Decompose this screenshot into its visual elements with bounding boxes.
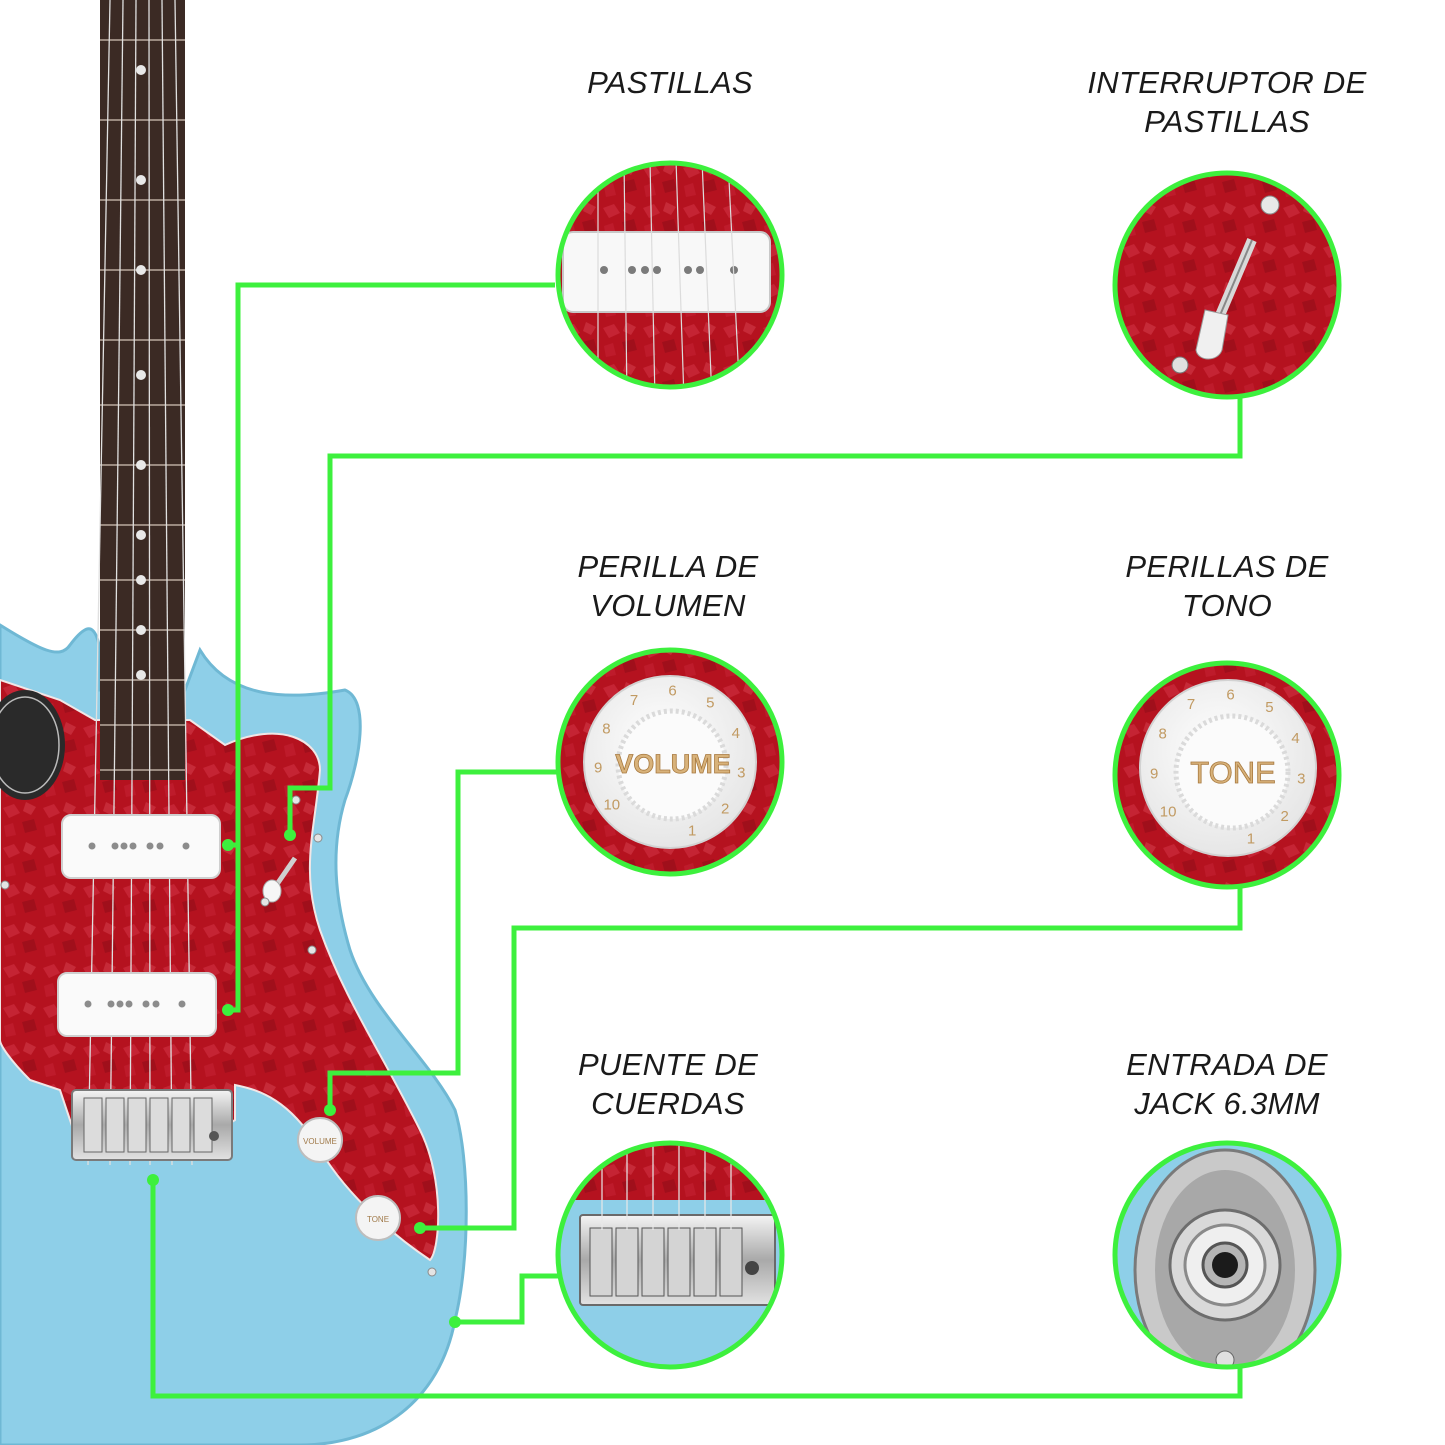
volume-scale-4: 4: [732, 725, 740, 742]
callout-line-jack: [150, 1180, 1243, 1399]
bridge-pickup: [57, 972, 217, 1037]
label-volume-knob: PERILLA DE VOLUMEN: [577, 549, 759, 623]
brand-badge: [0, 690, 65, 800]
volume-scale-8: 8: [602, 720, 610, 737]
detail-circle-pickups: [555, 160, 785, 390]
pickup-selector-switch: [262, 856, 298, 903]
detail-circle-volume-knob: [555, 647, 785, 877]
tone-scale-1: 1: [1247, 831, 1255, 848]
volume-scale-1: 1: [688, 823, 696, 840]
volume-scale-7: 7: [630, 692, 638, 709]
callout-line-volume: [327, 769, 558, 1110]
label-pickup-switch: INTERRUPTOR DE PASTILLAS: [1087, 65, 1367, 139]
label-jack-input: ENTRADA DE JACK 6.3MM: [1126, 1047, 1328, 1121]
fretboard: [100, 0, 185, 780]
label-tone-knobs: PERILLAS DE TONO: [1125, 549, 1329, 623]
callout-line-switch: [287, 395, 1243, 835]
tone-scale-10: 10: [1160, 804, 1177, 821]
volume-knob-scale: 1 2 3 4 5 6 7 8 9 10: [594, 682, 745, 839]
tone-scale-8: 8: [1159, 726, 1167, 743]
volume-knob-label: VOLUME: [615, 749, 731, 779]
pickguard-screws: [0, 795, 437, 1277]
callout-line-bridge: [455, 1273, 560, 1325]
tone-scale-3: 3: [1297, 771, 1305, 788]
guitar-strings: [87, 0, 193, 1166]
tone-scale-5: 5: [1265, 699, 1273, 716]
detail-circle-tone-knob: [1112, 660, 1342, 890]
detail-circle-pickup-switch: [1112, 170, 1342, 400]
volume-knob-small: VOLUME: [297, 1117, 343, 1163]
tone-scale-9: 9: [1150, 765, 1158, 782]
volume-scale-2: 2: [721, 801, 729, 818]
volume-scale-9: 9: [594, 759, 602, 776]
tone-scale-2: 2: [1281, 808, 1289, 825]
svg-text:TONE: TONE: [367, 1215, 389, 1224]
callout-line-tone: [420, 888, 1243, 1231]
tone-scale-6: 6: [1226, 686, 1234, 703]
detail-circle-jack: [1112, 1140, 1342, 1370]
tone-scale-7: 7: [1187, 696, 1195, 713]
detail-circle-bridge: [555, 1140, 785, 1370]
label-bridge: PUENTE DE CUERDAS: [577, 1047, 759, 1121]
volume-scale-5: 5: [706, 695, 714, 712]
guitar-illustration: VOLUME TONE: [0, 0, 468, 1445]
fret-markers: [136, 65, 146, 680]
volume-scale-10: 10: [603, 797, 620, 814]
volume-scale-3: 3: [737, 764, 745, 781]
volume-scale-6: 6: [668, 682, 676, 699]
string-bridge: [71, 1089, 233, 1161]
callout-dots: [147, 829, 461, 1328]
label-pickups: PASTILLAS: [587, 65, 753, 100]
tone-scale-4: 4: [1291, 730, 1299, 747]
svg-text:VOLUME: VOLUME: [303, 1137, 337, 1146]
tone-knob-scale: 1 2 3 4 5 6 7 8 9 10: [1150, 686, 1305, 847]
tone-knob-label: TONE: [1190, 755, 1276, 790]
tone-knob-small: TONE: [355, 1195, 401, 1241]
neck-pickup: [61, 814, 221, 879]
